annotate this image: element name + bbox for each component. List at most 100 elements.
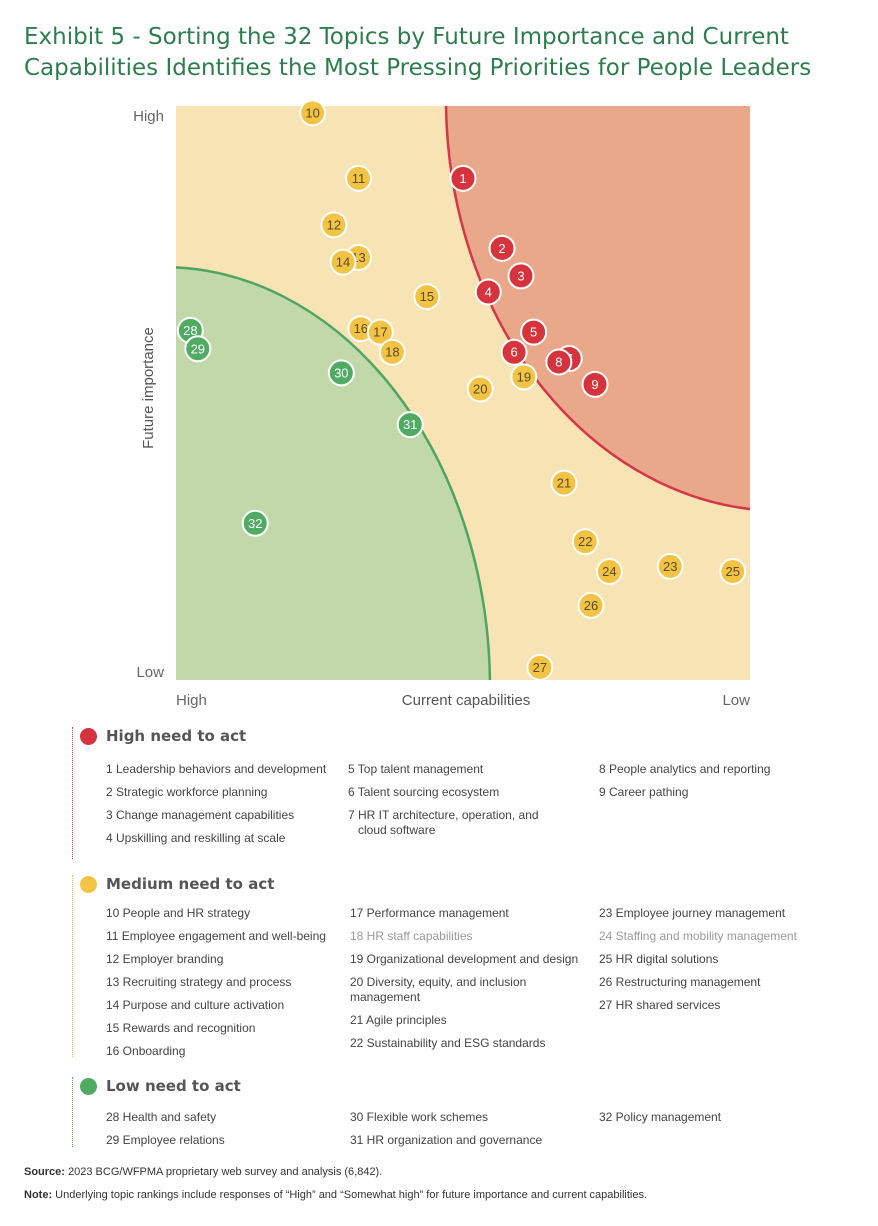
point-marker-27 bbox=[526, 653, 554, 681]
legend-item: 6 Talent sourcing ecosystem bbox=[348, 785, 500, 799]
point-label-25: 25 bbox=[726, 564, 740, 579]
point-label-16: 16 bbox=[354, 321, 368, 336]
point-17: 17 bbox=[366, 318, 394, 346]
source-label: Source: bbox=[24, 1166, 65, 1178]
legend-item: 1 Leadership behaviors and development bbox=[106, 762, 327, 776]
source-line: Source: 2023 BCG/WFPMA proprietary web s… bbox=[24, 1166, 382, 1178]
legend-item: 25 HR digital solutions bbox=[599, 952, 719, 966]
point-marker-22 bbox=[571, 528, 599, 556]
legend-divider bbox=[72, 1077, 73, 1147]
legend-item: 28 Health and safety bbox=[106, 1110, 217, 1124]
point-marker-30 bbox=[327, 359, 355, 387]
point-label-26: 26 bbox=[584, 598, 598, 613]
point-12: 12 bbox=[320, 211, 348, 239]
legend-item: management bbox=[350, 990, 421, 1004]
point-marker-14 bbox=[329, 248, 357, 276]
legend-title: Medium need to act bbox=[106, 875, 275, 893]
legend-item: 20 Diversity, equity, and inclusion bbox=[350, 975, 527, 989]
point-marker-8 bbox=[545, 348, 573, 376]
point-label-15: 15 bbox=[420, 289, 434, 304]
legend-item: 14 Purpose and culture activation bbox=[106, 998, 285, 1012]
legend-item: 29 Employee relations bbox=[106, 1133, 225, 1147]
point-marker-4 bbox=[474, 278, 502, 306]
point-marker-15 bbox=[413, 283, 441, 311]
legend-item: 19 Organizational development and design bbox=[350, 952, 579, 966]
legend-group-medium: Medium need to act 10 People and HR strat… bbox=[72, 875, 852, 1058]
zone-low bbox=[176, 266, 492, 680]
point-label-30: 30 bbox=[334, 365, 348, 380]
point-23: 23 bbox=[656, 552, 684, 580]
point-21: 21 bbox=[550, 469, 578, 497]
point-label-17: 17 bbox=[373, 325, 387, 340]
point-marker-12 bbox=[320, 211, 348, 239]
legend-item: 26 Restructuring management bbox=[599, 975, 761, 989]
x-tick-high: High bbox=[176, 692, 207, 709]
point-29: 29 bbox=[184, 335, 212, 363]
point-label-10: 10 bbox=[305, 105, 319, 120]
legend-header: Low need to act bbox=[80, 1077, 241, 1095]
point-label-31: 31 bbox=[403, 417, 417, 432]
y-axis-label: Future importance bbox=[140, 327, 157, 449]
note-line: Note: Underlying topic rankings include … bbox=[24, 1189, 647, 1201]
point-label-19: 19 bbox=[517, 369, 531, 384]
point-22: 22 bbox=[571, 528, 599, 556]
legend-title: Low need to act bbox=[106, 1077, 241, 1095]
point-1: 1 bbox=[449, 164, 477, 192]
point-30: 30 bbox=[327, 359, 355, 387]
point-label-6: 6 bbox=[510, 345, 517, 360]
point-marker-1 bbox=[449, 164, 477, 192]
legend-item: 32 Policy management bbox=[599, 1110, 722, 1124]
legend-item: 24 Staffing and mobility management bbox=[599, 929, 797, 943]
point-label-18: 18 bbox=[385, 345, 399, 360]
legend-item: 8 People analytics and reporting bbox=[599, 762, 771, 776]
legend-group-low: Low need to act 28 Health and safety 29 Em… bbox=[72, 1077, 852, 1147]
legend-item: 10 People and HR strategy bbox=[106, 906, 251, 920]
point-label-8: 8 bbox=[555, 355, 562, 370]
legend-item: 7 HR IT architecture, operation, and bbox=[348, 808, 539, 822]
point-26: 26 bbox=[577, 591, 605, 619]
point-9: 9 bbox=[581, 370, 609, 398]
point-11: 11 bbox=[345, 164, 373, 192]
point-27: 27 bbox=[526, 653, 554, 681]
legend-group-high: High need to act 1 Leadership behaviors a… bbox=[72, 727, 852, 859]
point-label-2: 2 bbox=[498, 241, 505, 256]
legend-item: 16 Onboarding bbox=[106, 1044, 186, 1058]
title-line-1: Exhibit 5 - Sorting the 32 Topics by Fut… bbox=[24, 24, 789, 50]
page-title: Exhibit 5 - Sorting the 32 Topics by Fut… bbox=[24, 22, 854, 84]
legend-dot-icon bbox=[80, 1077, 97, 1095]
point-6: 6 bbox=[500, 338, 528, 366]
point-label-3: 3 bbox=[517, 268, 524, 283]
legend-item: 31 HR organization and governance bbox=[350, 1133, 543, 1147]
legend-divider bbox=[72, 875, 73, 1057]
legend-item: 27 HR shared services bbox=[599, 998, 721, 1012]
point-label-27: 27 bbox=[533, 660, 547, 675]
point-marker-29 bbox=[184, 335, 212, 363]
point-19: 19 bbox=[510, 363, 538, 391]
point-marker-25 bbox=[719, 558, 747, 586]
point-25: 25 bbox=[719, 558, 747, 586]
point-31: 31 bbox=[396, 411, 424, 439]
zone-high bbox=[444, 106, 750, 511]
point-label-24: 24 bbox=[602, 564, 616, 579]
legend-item: 21 Agile principles bbox=[350, 1013, 447, 1027]
legend-item: 18 HR staff capabilities bbox=[350, 929, 473, 943]
legend-item: 12 Employer branding bbox=[106, 952, 224, 966]
point-14: 14 bbox=[329, 248, 357, 276]
legend-title: High need to act bbox=[106, 727, 247, 745]
point-label-1: 1 bbox=[459, 171, 466, 186]
point-label-9: 9 bbox=[591, 377, 598, 392]
point-label-23: 23 bbox=[663, 559, 677, 574]
point-label-20: 20 bbox=[473, 381, 487, 396]
point-label-22: 22 bbox=[578, 534, 592, 549]
point-marker-31 bbox=[396, 411, 424, 439]
point-20: 20 bbox=[466, 375, 494, 403]
legend-item: cloud software bbox=[358, 823, 436, 837]
point-marker-2 bbox=[488, 234, 516, 262]
legend-dot-icon bbox=[80, 727, 97, 745]
legend-divider bbox=[72, 727, 73, 859]
point-5: 5 bbox=[520, 318, 548, 346]
point-label-5: 5 bbox=[530, 325, 537, 340]
point-label-12: 12 bbox=[327, 217, 341, 232]
point-18: 18 bbox=[378, 338, 406, 366]
legend-item: 2 Strategic workforce planning bbox=[106, 785, 268, 799]
